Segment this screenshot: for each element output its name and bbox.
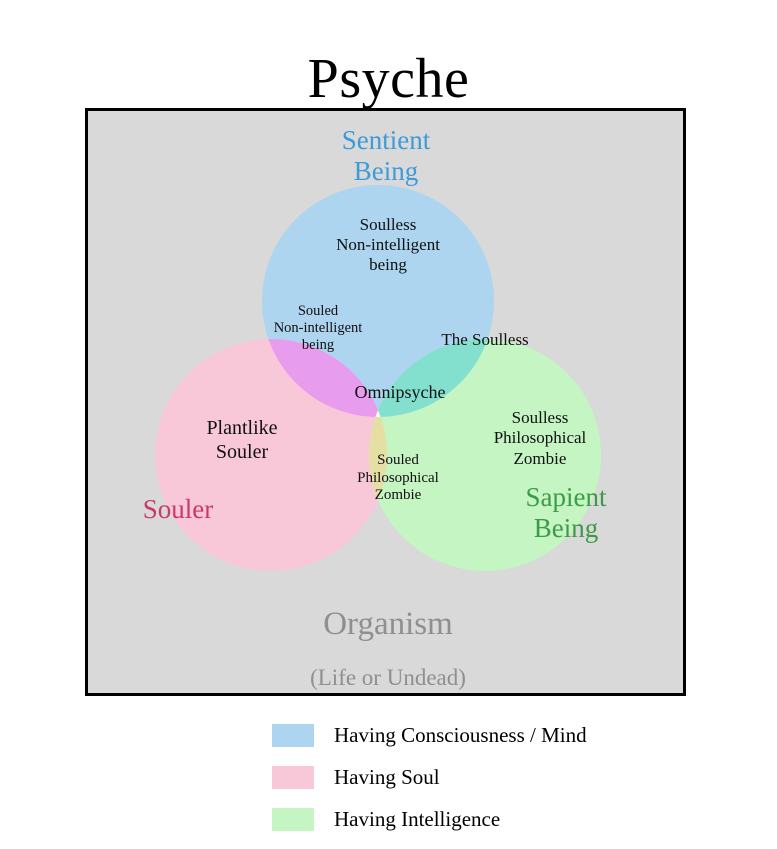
legend-label-intelligence: Having Intelligence: [334, 806, 501, 831]
venn-diagram-frame: Sentient Being Souler Sapient Being Orga…: [85, 108, 686, 696]
legend-item-soul: Having Soul: [272, 756, 702, 798]
legend-item-consciousness: Having Consciousness / Mind: [272, 714, 702, 756]
region-fill-blue-green: [369, 339, 494, 417]
legend-item-intelligence: Having Intelligence: [272, 798, 702, 840]
legend-swatch-soul: [272, 765, 314, 789]
legend-swatch-consciousness: [272, 723, 314, 747]
venn-circles-graphic: [155, 185, 601, 571]
page-title: Psyche: [307, 47, 470, 110]
legend-label-soul: Having Soul: [334, 764, 440, 789]
region-fill-blue-pink: [262, 339, 387, 417]
legend-swatch-intelligence: [272, 807, 314, 831]
legend-label-consciousness: Having Consciousness / Mind: [334, 722, 587, 747]
legend: Having Consciousness / Mind Having Soul …: [272, 714, 702, 840]
